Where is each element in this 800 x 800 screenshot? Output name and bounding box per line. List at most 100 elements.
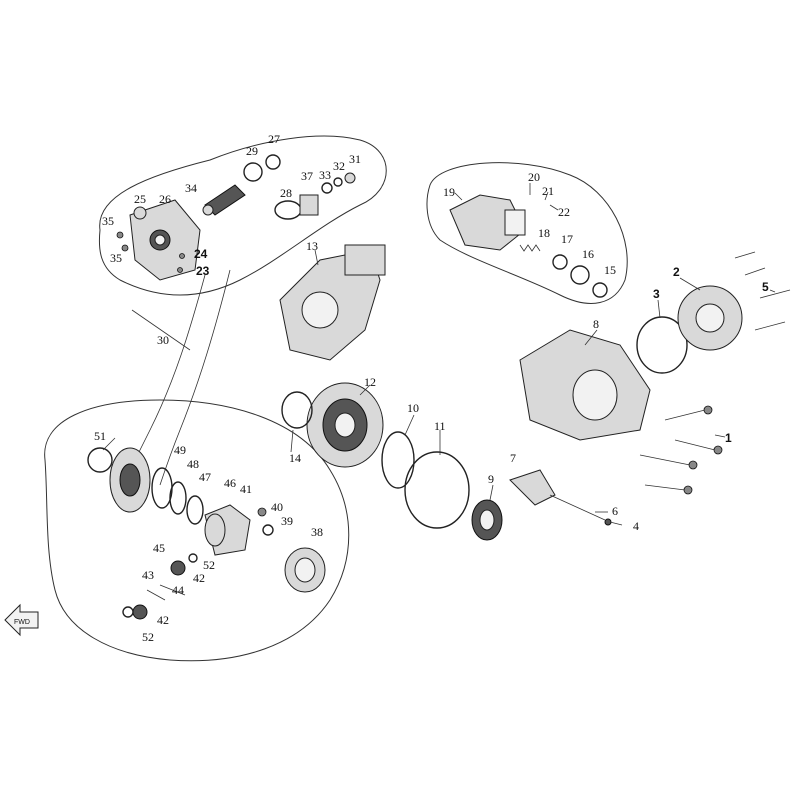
- part-18-spring: [519, 244, 541, 252]
- part-27-seal: [265, 154, 281, 170]
- part-9-sleeve: [471, 499, 503, 541]
- label-14: 14: [289, 451, 301, 465]
- part-26-cover: [129, 199, 201, 281]
- part-17-circlip: [552, 254, 568, 270]
- part-24-bolt: [179, 253, 185, 259]
- part-8-main-case: [519, 329, 651, 441]
- part-16-bearing: [570, 265, 590, 285]
- part-19-housing: [449, 194, 526, 251]
- part-32-washer: [333, 177, 343, 187]
- part-5-bolts: [734, 251, 791, 331]
- label-2: 2: [673, 265, 680, 279]
- label-42a: 42: [193, 571, 205, 585]
- label-39: 39: [281, 514, 293, 528]
- part-48-washer: [151, 467, 173, 509]
- label-47: 47: [199, 470, 211, 484]
- part-38-seal: [284, 547, 326, 593]
- label-32: 32: [333, 159, 345, 173]
- group-outline-bottom-left: [44, 399, 350, 662]
- part-44-shaft: [159, 584, 186, 596]
- part-25-seal: [133, 206, 147, 220]
- part-42-gear-a: [170, 560, 186, 576]
- part-1-bolts: [639, 405, 723, 495]
- label-30: 30: [157, 333, 169, 347]
- label-38: 38: [311, 525, 323, 539]
- part-14-oring: [281, 391, 313, 429]
- part-29-bearing: [243, 162, 263, 182]
- label-51: 51: [94, 429, 106, 443]
- label-16: 16: [582, 247, 594, 261]
- part-46-spacer: [186, 495, 204, 525]
- label-46: 46: [224, 476, 236, 490]
- part-52-washer-a: [188, 553, 198, 563]
- part-11-oring: [404, 451, 470, 529]
- label-18: 18: [538, 226, 550, 240]
- linkage-curve-30: [124, 274, 206, 481]
- part-35-bolt-a: [116, 231, 124, 239]
- part-39-washer: [262, 524, 274, 536]
- label-11: 11: [434, 419, 446, 433]
- label-41: 41: [240, 482, 252, 496]
- label-45: 45: [153, 541, 165, 555]
- leader-lines: [102, 183, 776, 526]
- label-12: 12: [364, 375, 376, 389]
- label-25: 25: [134, 192, 146, 206]
- label-40: 40: [271, 500, 283, 514]
- label-13: 13: [306, 239, 318, 253]
- label-42b: 42: [157, 613, 169, 627]
- label-17: 17: [561, 232, 573, 246]
- label-26: 26: [159, 192, 171, 206]
- group-outline-top-right: [426, 162, 628, 304]
- part-42-gear-b: [132, 604, 148, 620]
- label-34: 34: [185, 181, 197, 195]
- part-31-nut: [344, 172, 356, 184]
- label-28: 28: [280, 186, 292, 200]
- part-10-oring: [381, 431, 415, 489]
- part-15-seal: [592, 282, 608, 298]
- label-20: 20: [528, 170, 540, 184]
- label-35a: 35: [102, 214, 114, 228]
- label-19: 19: [443, 185, 455, 199]
- forward-arrow-icon: FWD: [4, 603, 39, 637]
- label-3: 3: [653, 287, 660, 301]
- label-9: 9: [488, 472, 494, 486]
- part-49-gear: [109, 447, 151, 513]
- label-49: 49: [174, 443, 186, 457]
- forward-arrow-label: FWD: [14, 619, 30, 626]
- part-6-shaft: [549, 494, 606, 521]
- label-37: 37: [301, 169, 313, 183]
- label-27: 27: [268, 132, 280, 146]
- part-33-washer: [321, 182, 333, 194]
- label-43: 43: [142, 568, 154, 582]
- part-7-shift-fork: [509, 469, 556, 506]
- label-4: 4: [633, 519, 639, 533]
- part-23-bolt: [177, 267, 183, 273]
- label-6: 6: [612, 504, 618, 518]
- part-47-washer: [169, 481, 187, 515]
- label-21: 21: [542, 184, 554, 198]
- part-45-gear: [204, 513, 226, 547]
- part-28-flange: [274, 194, 319, 220]
- label-15: 15: [604, 263, 616, 277]
- label-52b: 52: [142, 630, 154, 644]
- part-13-housing: [279, 244, 386, 361]
- label-10: 10: [407, 401, 419, 415]
- part-34-pinion: [202, 184, 246, 216]
- linkage-curve-30b: [159, 269, 231, 486]
- part-2-cover: [677, 285, 743, 351]
- part-3-gasket: [636, 316, 688, 374]
- label-31: 31: [349, 152, 361, 166]
- label-24: 24: [194, 247, 208, 261]
- part-43-pin: [146, 589, 166, 601]
- label-48: 48: [187, 457, 199, 471]
- label-5: 5: [762, 280, 769, 294]
- label-1: 1: [725, 431, 732, 445]
- part-35-bolt-b: [121, 244, 129, 252]
- label-33: 33: [319, 168, 331, 182]
- part-labels: 1 2 3 4 5 6 7 8 9 10 11 12 13 14 15 16 1…: [94, 132, 769, 644]
- part-12-ring-gear: [306, 382, 384, 468]
- label-23: 23: [196, 264, 210, 278]
- label-29: 29: [246, 144, 258, 158]
- label-44: 44: [172, 583, 184, 597]
